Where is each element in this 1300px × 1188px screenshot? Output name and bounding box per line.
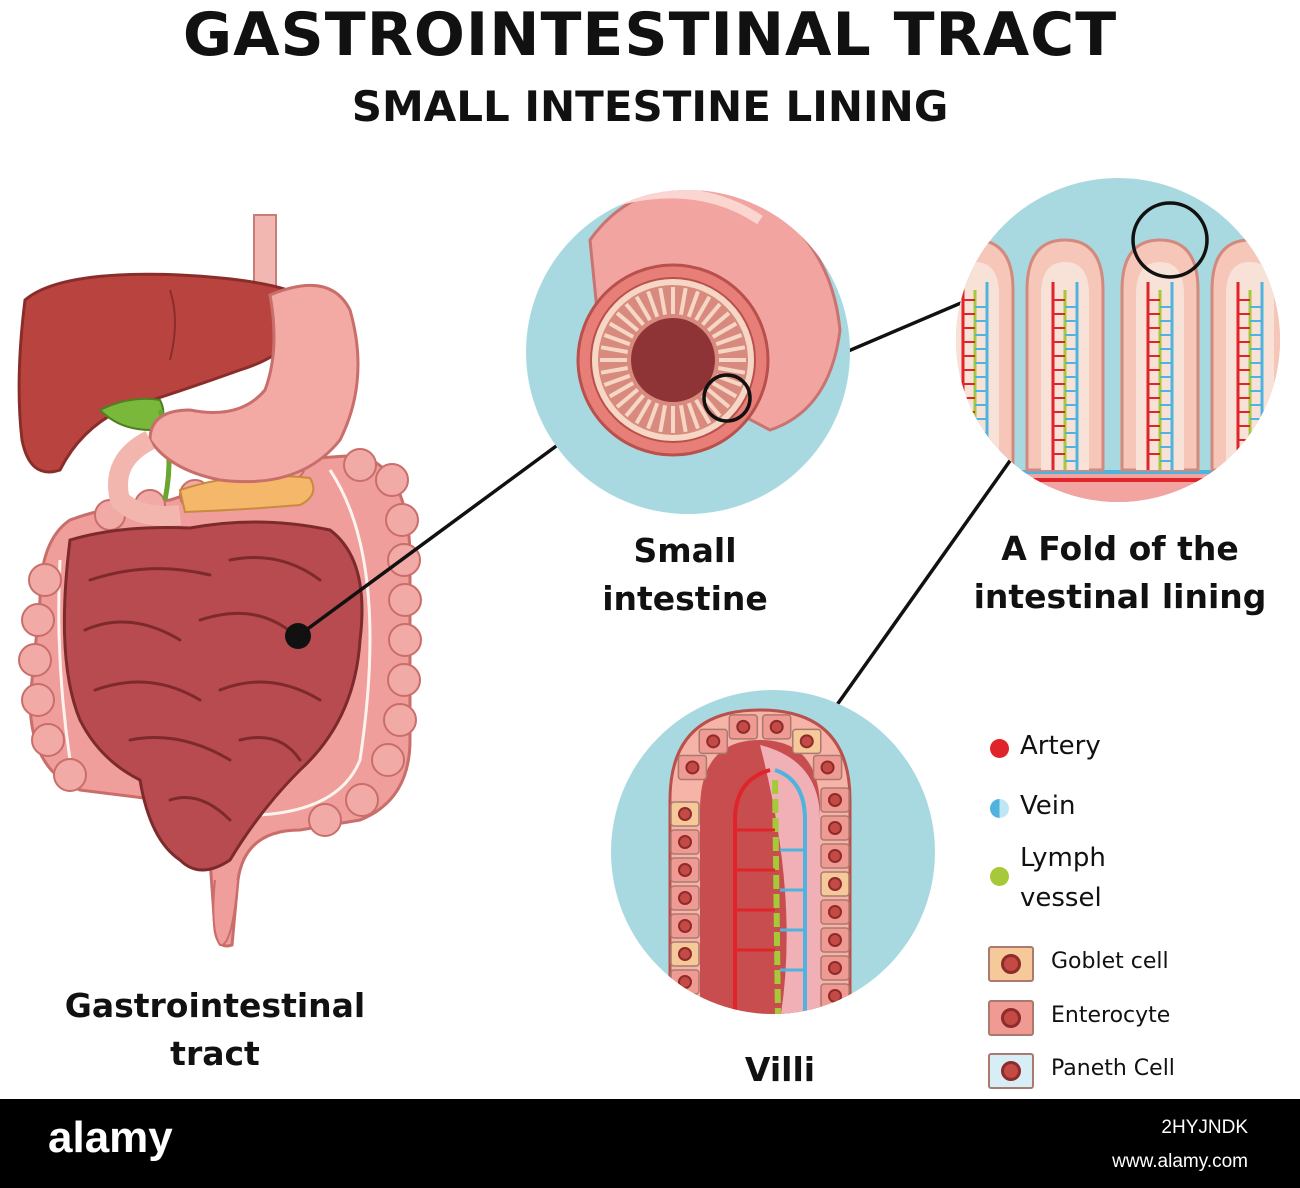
stomach [148, 283, 360, 484]
label-gi-tract: Gastrointestinal tract [64, 986, 366, 1073]
watermark-footer: alamy 2HYJNDK www.alamy.com [0, 1099, 1300, 1188]
legend-enterocyte-label: Enterocyte [1051, 1003, 1171, 1028]
paneth-cell-icon [988, 1053, 1034, 1089]
label-intestinal-fold: A Fold of the intestinal lining [973, 529, 1267, 616]
artery-dot-icon [990, 739, 1009, 758]
legend-paneth-label: Paneth Cell [1051, 1056, 1175, 1081]
legend-goblet-label: Goblet cell [1051, 949, 1169, 974]
diagram-subtitle: SMALL INTESTINE LINING [351, 82, 949, 131]
legend-vein-label: Vein [1020, 791, 1076, 821]
illustration [17, 178, 1280, 1014]
label-small-intestine: Small intestine [602, 531, 768, 618]
gi-tract-illustration [17, 214, 422, 948]
goblet-cell-icon [988, 946, 1034, 982]
legend-artery-label: Artery [1020, 731, 1101, 761]
enterocyte-icon [988, 1000, 1034, 1036]
villi-ring [600, 287, 746, 433]
intestinal-fold-circle [956, 178, 1280, 502]
vein-dot-icon [990, 799, 1009, 818]
footer-image-id: 2HYJNDK [1161, 1117, 1248, 1138]
zoom-marker-fold [1131, 201, 1209, 279]
small-intestine-circle [526, 190, 850, 514]
lymph-dot-icon [990, 867, 1009, 886]
liver [17, 272, 312, 474]
legend-lymph-label: Lymph vessel [1020, 843, 1106, 913]
label-villi: Villi [744, 1050, 816, 1089]
small-intestine-mass [62, 520, 364, 872]
diagram-title: GASTROINTESTINAL TRACT [182, 0, 1118, 70]
footer-url: www.alamy.com [1112, 1151, 1248, 1172]
zoom-marker [702, 373, 752, 423]
villi-circle [611, 690, 935, 1014]
footer-brand: alamy [48, 1113, 173, 1162]
